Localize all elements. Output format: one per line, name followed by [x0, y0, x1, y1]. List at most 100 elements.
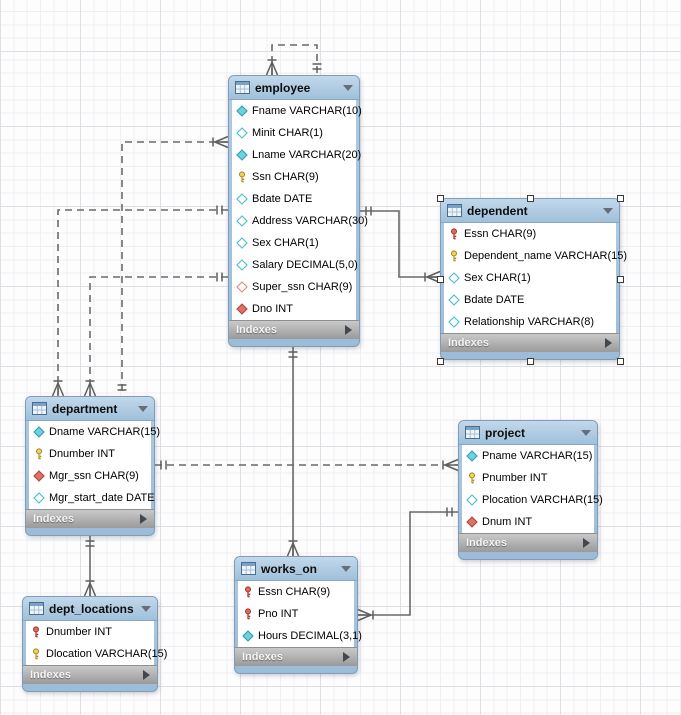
table-header[interactable]: dependent — [441, 199, 619, 223]
column-row[interactable]: Sex CHAR(1) — [444, 267, 616, 289]
connection-employee-dependent-essn[interactable] — [360, 206, 441, 284]
diamond-filled-red-icon — [236, 303, 248, 315]
collapse-arrow-icon[interactable] — [138, 405, 148, 412]
connection-employee-department-dno[interactable] — [117, 135, 229, 397]
indexes-label: Indexes — [30, 669, 71, 681]
table-header[interactable]: works_on — [235, 557, 357, 581]
table-header[interactable]: dept_locations — [23, 597, 157, 621]
connection-department-project-dnum[interactable] — [155, 458, 459, 472]
column-row[interactable]: Fname VARCHAR(10) — [232, 100, 362, 122]
column-label: Bdate DATE — [252, 193, 313, 205]
table-header[interactable]: department — [26, 397, 154, 421]
expand-indexes-icon[interactable] — [605, 338, 612, 348]
collapse-arrow-icon[interactable] — [603, 207, 613, 214]
expand-indexes-icon[interactable] — [583, 538, 590, 548]
expand-indexes-icon[interactable] — [343, 652, 350, 662]
column-row[interactable]: Dnum INT — [462, 511, 594, 533]
expand-indexes-icon[interactable] — [140, 514, 147, 524]
selection-handle[interactable] — [526, 194, 534, 202]
indexes-bar[interactable]: Indexes — [235, 647, 357, 666]
column-label: Hours DECIMAL(3,1) — [258, 630, 362, 642]
column-row[interactable]: Plocation VARCHAR(15) — [462, 489, 603, 511]
column-row[interactable]: Pname VARCHAR(15) — [462, 445, 594, 467]
diamond-filled-cyan-icon — [466, 450, 478, 462]
column-row[interactable]: Pno INT — [238, 603, 354, 625]
collapse-arrow-icon[interactable] — [341, 565, 351, 572]
column-row[interactable]: Pnumber INT — [462, 467, 594, 489]
table-header[interactable]: employee — [229, 76, 359, 100]
indexes-bar[interactable]: Indexes — [26, 509, 154, 528]
collapse-arrow-icon[interactable] — [343, 84, 353, 91]
column-label: Dnumber INT — [46, 626, 113, 638]
indexes-bar[interactable]: Indexes — [459, 533, 597, 552]
expand-indexes-icon[interactable] — [345, 325, 352, 335]
column-label: Lname VARCHAR(20) — [252, 149, 362, 161]
selection-handle[interactable] — [616, 276, 624, 283]
connection-employee-self-super_ssn[interactable] — [265, 44, 322, 76]
column-row[interactable]: Dnumber INT — [26, 621, 154, 643]
column-label: Mgr_ssn CHAR(9) — [49, 470, 139, 482]
column-label: Fname VARCHAR(10) — [252, 105, 362, 117]
column-label: Mgr_start_date DATE — [49, 492, 155, 504]
collapse-arrow-icon[interactable] — [581, 429, 591, 436]
column-label: Pno INT — [258, 608, 299, 620]
column-row[interactable]: Hours DECIMAL(3,1) — [238, 625, 362, 647]
table-title: works_on — [261, 561, 318, 576]
selection-handle[interactable] — [436, 357, 444, 365]
diamond-filled-red-icon — [33, 470, 45, 482]
column-row[interactable]: Dname VARCHAR(15) — [29, 421, 160, 443]
column-row[interactable]: Ssn CHAR(9) — [232, 166, 356, 188]
indexes-label: Indexes — [33, 513, 74, 525]
connection-department-employee-2[interactable] — [83, 272, 229, 397]
column-row[interactable]: Dnumber INT — [29, 443, 151, 465]
connection-project-works_on-pno[interactable] — [357, 507, 458, 622]
expand-indexes-icon[interactable] — [143, 670, 150, 680]
column-label: Sex CHAR(1) — [252, 237, 319, 249]
indexes-bar[interactable]: Indexes — [441, 333, 619, 352]
selection-handle[interactable] — [616, 357, 624, 365]
column-row[interactable]: Dlocation VARCHAR(15) — [26, 643, 167, 665]
table-title: department — [52, 401, 118, 416]
collapse-arrow-icon[interactable] — [141, 605, 151, 612]
column-row[interactable]: Bdate DATE — [232, 188, 356, 210]
column-label: Bdate DATE — [464, 294, 525, 306]
selection-handle[interactable] — [526, 357, 534, 365]
column-row[interactable]: Relationship VARCHAR(8) — [444, 311, 616, 333]
connection-employee-works_on-essn[interactable] — [286, 346, 300, 557]
diamond-hollow-cyan-icon — [466, 494, 478, 506]
connection-department-employee-mgr-ssn[interactable] — [51, 205, 229, 397]
diamond-filled-red-icon — [466, 516, 478, 528]
column-row[interactable]: Mgr_ssn CHAR(9) — [29, 465, 151, 487]
column-row[interactable]: Dependent_name VARCHAR(15) — [444, 245, 627, 267]
selection-handle[interactable] — [616, 194, 624, 202]
selection-handle[interactable] — [436, 276, 444, 283]
column-row[interactable]: Mgr_start_date DATE — [29, 487, 155, 509]
column-row[interactable]: Salary DECIMAL(5,0) — [232, 254, 358, 276]
diamond-filled-cyan-icon — [33, 426, 45, 438]
table-columns: Essn CHAR(9)Dependent_name VARCHAR(15)Se… — [444, 223, 627, 333]
column-row[interactable]: Minit CHAR(1) — [232, 122, 356, 144]
table-header[interactable]: project — [459, 421, 597, 445]
column-label: Dno INT — [252, 303, 293, 315]
column-row[interactable]: Lname VARCHAR(20) — [232, 144, 361, 166]
column-row[interactable]: Essn CHAR(9) — [444, 223, 616, 245]
connection-department-dept_locations[interactable] — [83, 535, 97, 597]
column-row[interactable]: Essn CHAR(9) — [238, 581, 354, 603]
column-row[interactable]: Address VARCHAR(30) — [232, 210, 368, 232]
column-row[interactable]: Sex CHAR(1) — [232, 232, 356, 254]
selection-handle[interactable] — [436, 194, 444, 202]
indexes-bar[interactable]: Indexes — [229, 320, 359, 339]
column-row[interactable]: Dno INT — [232, 298, 356, 320]
column-row[interactable]: Bdate DATE — [444, 289, 616, 311]
column-row[interactable]: Super_ssn CHAR(9) — [232, 276, 356, 298]
indexes-bar[interactable]: Indexes — [23, 665, 157, 684]
diamond-hollow-cyan-icon — [236, 193, 248, 205]
